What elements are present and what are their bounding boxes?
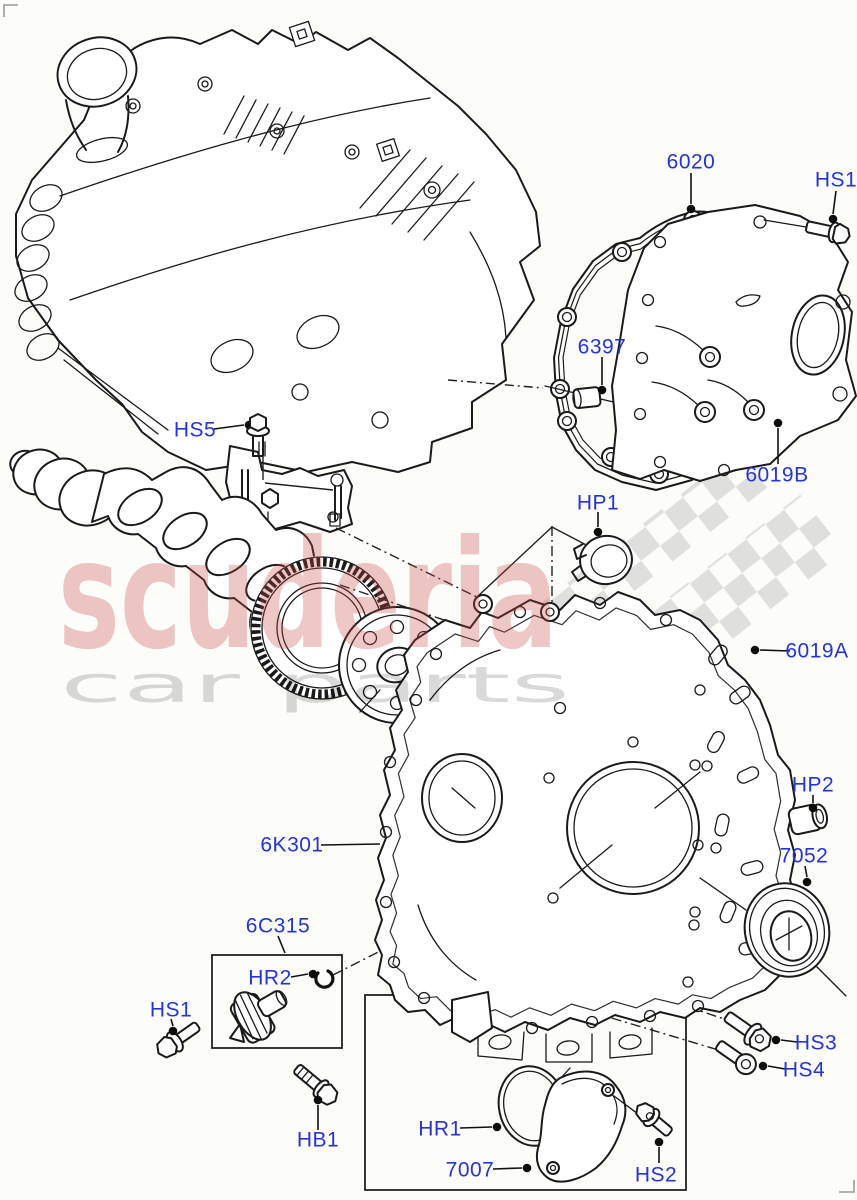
crank-sensor-6C315-art [229, 990, 288, 1044]
engine-assembly-art [14, 20, 541, 533]
bolt-hs4-art [715, 1040, 757, 1076]
part-callout-hr2[interactable]: HR2 [248, 966, 292, 990]
part-callout-6020[interactable]: 6020 [666, 150, 716, 174]
timing-cover-6019B-art [611, 204, 857, 482]
part-callout-hs1[interactable]: HS1 [814, 168, 857, 192]
bolt-hs3-art [723, 1011, 772, 1053]
part-callout-7007[interactable]: 7007 [445, 1158, 495, 1182]
part-callout-hs1[interactable]: HS1 [149, 998, 193, 1022]
brand-watermark-subtext: car parts [60, 656, 570, 714]
part-callout-hp2[interactable]: HP2 [791, 773, 835, 797]
bolt-hs1-top-art [763, 219, 851, 245]
part-callout-7052[interactable]: 7052 [779, 844, 829, 868]
part-callout-hs3[interactable]: HS3 [794, 1031, 838, 1055]
part-callout-hb1[interactable]: HB1 [296, 1128, 340, 1152]
cover-plate-7007-art [535, 1070, 647, 1183]
sensor-detail-box [211, 954, 343, 1049]
stud-hb1-art [293, 1064, 339, 1106]
bolt-hs2-art [635, 1102, 673, 1137]
part-callout-hs2[interactable]: HS2 [634, 1163, 678, 1187]
part-callout-6019a[interactable]: 6019A [785, 639, 849, 663]
part-callout-6k301[interactable]: 6K301 [260, 833, 324, 857]
part-callout-6019b[interactable]: 6019B [745, 463, 809, 487]
crankshaft-seal-7052-art [699, 877, 847, 997]
page-corner-marks [3, 4, 855, 1193]
callout-leaders [168, 173, 838, 1173]
part-callout-hp1[interactable]: HP1 [576, 491, 620, 515]
brand-watermark: scuderia car parts [58, 509, 570, 714]
bolt-hs5-art [246, 413, 270, 457]
part-callout-6397[interactable]: 6397 [577, 335, 627, 359]
cover-plate-detail-box [364, 994, 687, 1191]
part-callout-hs5[interactable]: HS5 [173, 418, 217, 442]
bolt-hs1-bottom-art [156, 1021, 201, 1059]
part-callout-hr1[interactable]: HR1 [418, 1117, 462, 1141]
part-callout-hs4[interactable]: HS4 [782, 1058, 826, 1082]
construction-lines [262, 379, 734, 1053]
part-callout-6c315[interactable]: 6C315 [245, 914, 311, 938]
rear-timing-cover-art [374, 591, 799, 1063]
plug-hp1-art [571, 534, 633, 586]
brand-watermark-text: scuderia [58, 509, 558, 683]
oring-clip-hr2-art [314, 969, 335, 989]
